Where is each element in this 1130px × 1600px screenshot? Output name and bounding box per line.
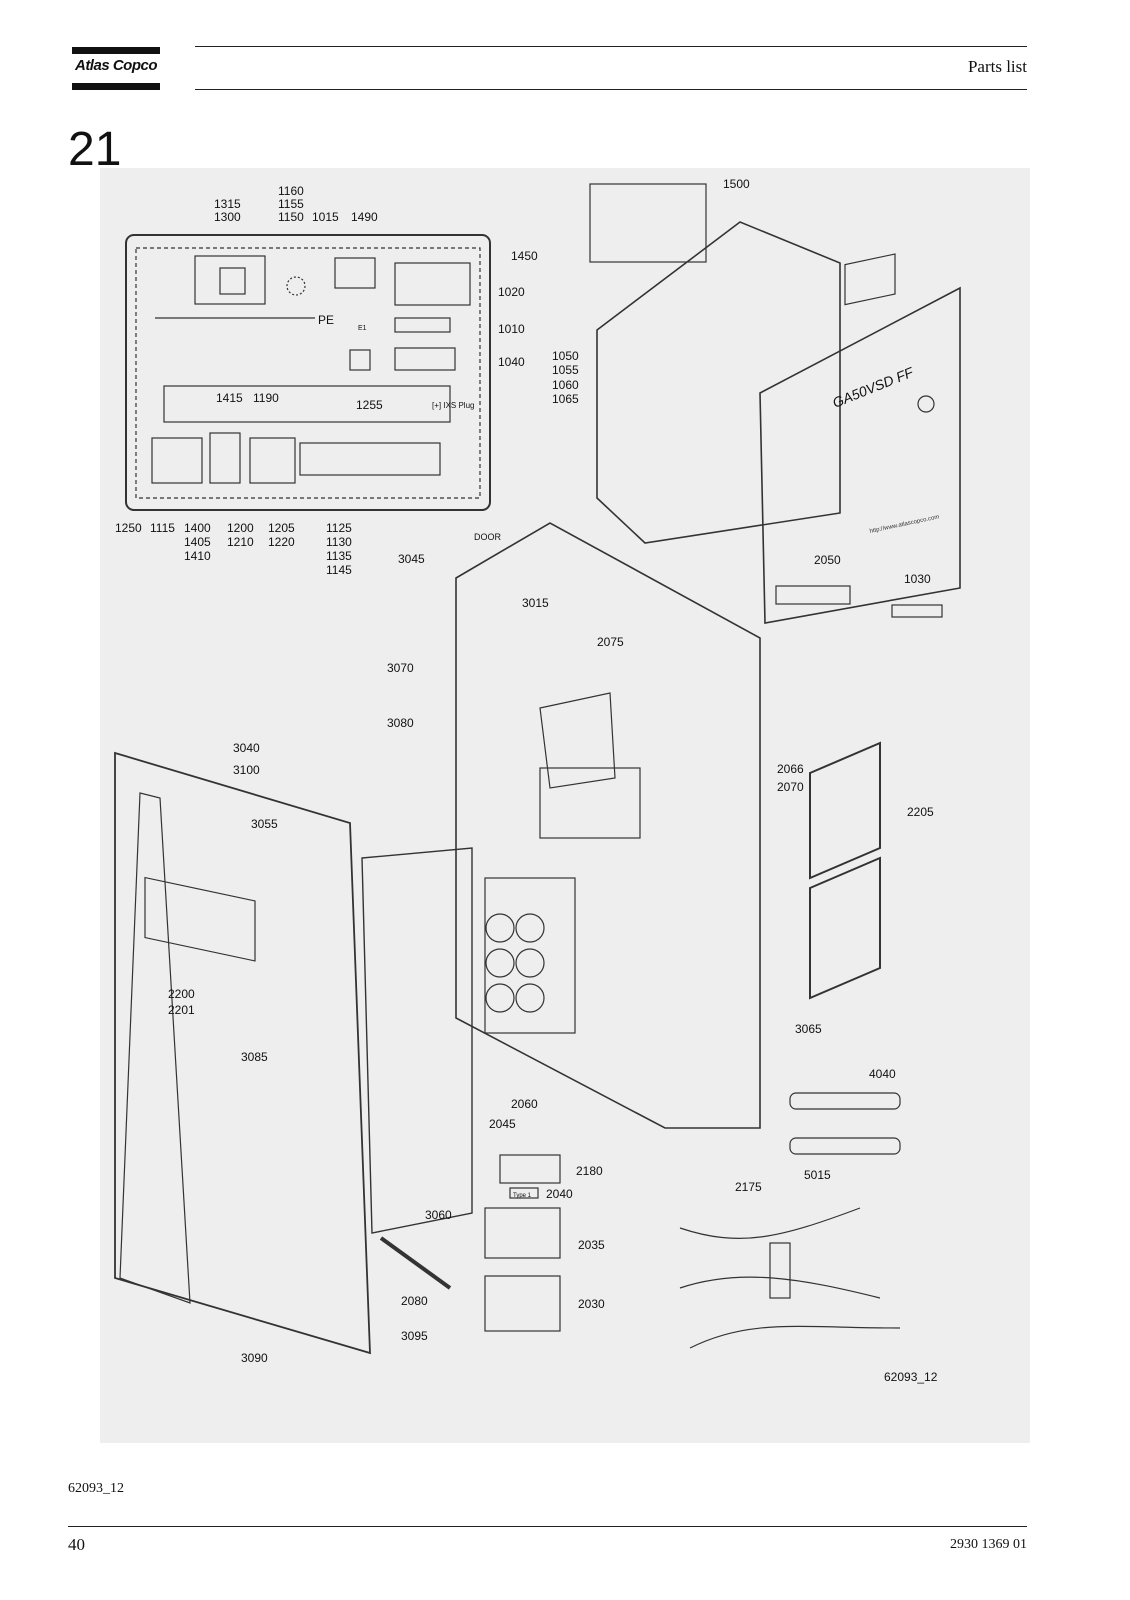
callout-3085: 3085 bbox=[241, 1050, 268, 1064]
callout-3055: 3055 bbox=[251, 817, 278, 831]
logo-bottom-bar bbox=[72, 83, 160, 90]
callout-3090: 3090 bbox=[241, 1351, 268, 1365]
parts-diagram: 1160 1155 1150 1315 1300 1015 1490 1450 … bbox=[100, 168, 1030, 1443]
callout-2030: 2030 bbox=[578, 1297, 605, 1311]
callout-1255: 1255 bbox=[356, 398, 383, 412]
front-door bbox=[114, 751, 371, 1355]
callout-1020: 1020 bbox=[498, 285, 525, 299]
callout-1010: 1010 bbox=[498, 322, 525, 336]
diagram-ref: 62093_12 bbox=[884, 1370, 938, 1384]
callout-1410: 1410 bbox=[184, 549, 211, 563]
callout-2070: 2070 bbox=[777, 780, 804, 794]
label-url: http://www.atlascopco.com bbox=[869, 514, 940, 535]
document-number: 2930 1369 01 bbox=[950, 1537, 1027, 1552]
callout-2066: 2066 bbox=[777, 762, 804, 776]
header-title: Parts list bbox=[967, 57, 1027, 76]
callout-3060: 3060 bbox=[425, 1208, 452, 1222]
callout-1210: 1210 bbox=[227, 535, 254, 549]
upper-enclosure bbox=[596, 221, 841, 544]
callout-1450: 1450 bbox=[511, 249, 538, 263]
label-door: DOOR bbox=[474, 532, 502, 542]
filter-lower bbox=[809, 856, 881, 1000]
figure-reference: 62093_12 bbox=[68, 1481, 124, 1496]
callout-1250: 1250 bbox=[115, 521, 142, 535]
callout-1145: 1145 bbox=[326, 563, 352, 577]
callout-1030: 1030 bbox=[904, 572, 931, 586]
callout-1150: 1150 bbox=[278, 210, 304, 224]
callout-1125: 1125 bbox=[326, 521, 352, 535]
callout-1220: 1220 bbox=[268, 535, 295, 549]
callout-1415: 1415 bbox=[216, 391, 243, 405]
enclosure-brand: GA50VSD FF bbox=[830, 363, 917, 410]
callout-1190: 1190 bbox=[253, 391, 279, 405]
callout-1065: 1065 bbox=[552, 392, 579, 406]
callout-1315: 1315 bbox=[214, 197, 241, 211]
callout-1490: 1490 bbox=[351, 210, 378, 224]
callout-2040: 2040 bbox=[546, 1187, 573, 1201]
callout-2050: 2050 bbox=[814, 553, 841, 567]
callout-2045: 2045 bbox=[489, 1117, 516, 1131]
parts-diagram-svg: 1160 1155 1150 1315 1300 1015 1490 1450 … bbox=[114, 177, 961, 1384]
callout-3040: 3040 bbox=[233, 741, 260, 755]
callout-2060: 2060 bbox=[511, 1097, 538, 1111]
callout-3095: 3095 bbox=[401, 1329, 428, 1343]
enclosure-door-panel bbox=[759, 286, 961, 624]
callout-2200: 2200 bbox=[168, 987, 195, 1001]
page-number: 40 bbox=[68, 1535, 85, 1554]
callout-1055: 1055 bbox=[552, 363, 579, 377]
callout-2205: 2205 bbox=[907, 805, 934, 819]
section-number: 21 bbox=[68, 123, 122, 176]
callout-2035: 2035 bbox=[578, 1238, 605, 1252]
callout-1405: 1405 bbox=[184, 535, 211, 549]
callout-3070: 3070 bbox=[387, 661, 414, 675]
callout-1060: 1060 bbox=[552, 378, 579, 392]
callout-1050: 1050 bbox=[552, 349, 579, 363]
electrical-panel bbox=[125, 234, 491, 511]
callout-3100: 3100 bbox=[233, 763, 260, 777]
callout-2080: 2080 bbox=[401, 1294, 428, 1308]
label-pe: PE bbox=[318, 313, 334, 327]
logo-top-bar bbox=[72, 47, 160, 54]
label-xs-plug: [+] IXS Plug bbox=[432, 401, 474, 410]
callout-3065: 3065 bbox=[795, 1022, 822, 1036]
footer-rule bbox=[68, 1526, 1027, 1527]
callout-2075: 2075 bbox=[597, 635, 624, 649]
filter-upper bbox=[809, 741, 881, 880]
callout-2175: 2175 bbox=[735, 1180, 762, 1194]
callout-1015: 1015 bbox=[312, 210, 339, 224]
callout-1115: 1115 bbox=[150, 521, 175, 535]
main-cabinet bbox=[455, 522, 761, 1129]
header-top-rule bbox=[195, 46, 1027, 47]
callout-1300: 1300 bbox=[214, 210, 241, 224]
atlas-copco-logo: Atlas Copco bbox=[74, 57, 158, 74]
callout-1160: 1160 bbox=[278, 184, 304, 198]
callout-5015: 5015 bbox=[804, 1168, 831, 1182]
callout-2201: 2201 bbox=[168, 1003, 195, 1017]
callout-1200: 1200 bbox=[227, 521, 254, 535]
label-type: Type 1 bbox=[513, 1193, 532, 1199]
callout-1130: 1130 bbox=[326, 535, 352, 549]
callout-3045: 3045 bbox=[398, 552, 425, 566]
callout-1205: 1205 bbox=[268, 521, 295, 535]
callout-1135: 1135 bbox=[326, 549, 352, 563]
callout-3080: 3080 bbox=[387, 716, 414, 730]
callout-2180: 2180 bbox=[576, 1164, 603, 1178]
label-e1: E1 bbox=[358, 325, 367, 332]
callout-3015: 3015 bbox=[522, 596, 549, 610]
header-bottom-rule bbox=[195, 89, 1027, 90]
callout-1155: 1155 bbox=[278, 197, 304, 211]
callout-1400: 1400 bbox=[184, 521, 211, 535]
callout-1040: 1040 bbox=[498, 355, 525, 369]
callout-1500: 1500 bbox=[723, 177, 750, 191]
callout-4040: 4040 bbox=[869, 1067, 896, 1081]
